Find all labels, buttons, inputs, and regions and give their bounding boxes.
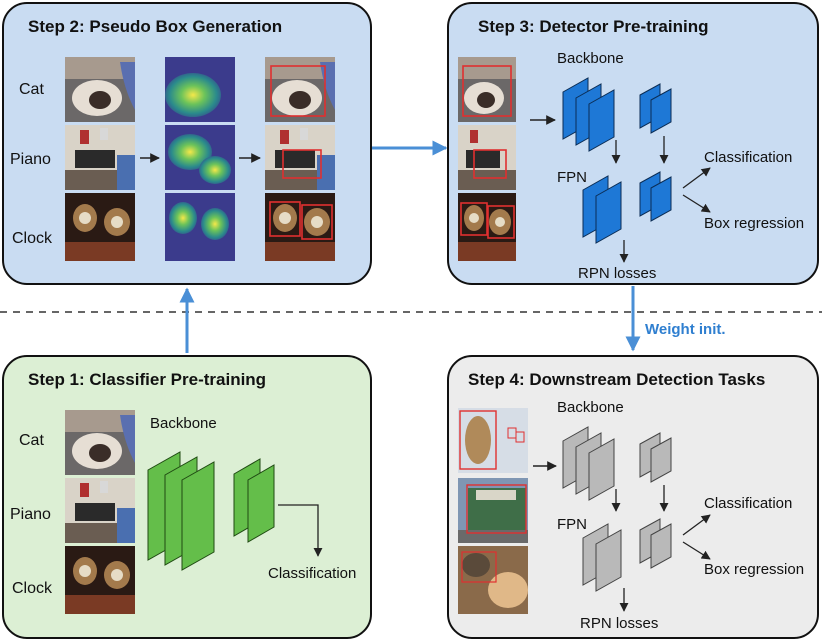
- step2-boxed-clock: [265, 193, 335, 261]
- step4-image-horse: [458, 408, 528, 473]
- step2-image-piano: [65, 125, 135, 190]
- step1-backbone-label: Backbone: [150, 415, 217, 432]
- step1-classification-arrow: [278, 504, 323, 557]
- pseudo-box: [270, 65, 326, 117]
- gt-box: [459, 410, 497, 470]
- step4-box-regression-label: Box regression: [704, 561, 804, 578]
- step4-panel-bg: [447, 355, 819, 639]
- step4-image-dog: [458, 546, 528, 614]
- step4-backbone-label: Backbone: [557, 399, 624, 416]
- pseudo-box: [269, 201, 301, 237]
- step1-backbone-layer: [247, 464, 275, 543]
- pseudo-box: [462, 65, 512, 117]
- step3-title: Step 3: Detector Pre-training: [478, 17, 709, 36]
- step2-image-clock: [65, 193, 135, 261]
- weight-init-label: Weight init.: [645, 321, 726, 338]
- step4-backbone-layer: [650, 437, 672, 483]
- pseudo-box: [282, 149, 322, 179]
- step2-label-piano: Piano: [10, 151, 51, 168]
- step3-classification-label: Classification: [704, 149, 792, 166]
- step1-image-piano: [65, 478, 135, 543]
- step4-fpn-layer: [595, 529, 622, 592]
- step3-fpn-layer: [650, 176, 672, 222]
- gt-box: [466, 484, 527, 534]
- step4-fpn-label: FPN: [557, 516, 587, 533]
- pseudo-box: [473, 149, 507, 179]
- step3-image-clock: [458, 193, 516, 261]
- step3-cls-arrow: [682, 167, 711, 189]
- step4-image-train: [458, 478, 528, 543]
- step1-label-clock: Clock: [12, 580, 53, 597]
- step4-reg-arrow: [682, 541, 711, 560]
- step1-classification-label: Classification: [268, 565, 356, 582]
- step1-title: Step 1: Classifier Pre-training: [28, 370, 266, 389]
- step3-backbone-layer: [588, 89, 615, 152]
- step2-image-cat: [65, 57, 135, 122]
- step2-heatmap-clock: [165, 193, 235, 261]
- step4-title: Step 4: Downstream Detection Tasks: [468, 370, 765, 389]
- gt-box: [515, 431, 525, 443]
- step2-heatmap-piano: [165, 125, 235, 190]
- step1-backbone-layer: [181, 461, 215, 571]
- step2-label-cat: Cat: [19, 81, 44, 98]
- pseudo-box: [487, 205, 515, 239]
- gt-box: [461, 551, 497, 583]
- pseudo-box: [301, 204, 333, 240]
- step1-image-clock: [65, 546, 135, 614]
- step2-boxed-piano: [265, 125, 335, 190]
- step4-cls-arrow: [682, 514, 711, 536]
- step2-title: Step 2: Pseudo Box Generation: [28, 17, 282, 36]
- step3-fpn-layer: [595, 181, 622, 244]
- step3-backbone-label: Backbone: [557, 50, 624, 67]
- step3-rpn-losses-label: RPN losses: [578, 265, 656, 282]
- step3-image-cat: [458, 57, 516, 122]
- step4-backbone-layer: [588, 438, 615, 501]
- step3-panel: Step 3: Detector Pre-training: [447, 2, 819, 285]
- step3-image-piano: [458, 125, 516, 190]
- step3-box-regression-label: Box regression: [704, 215, 804, 232]
- step1-label-piano: Piano: [10, 506, 51, 523]
- step3-fpn-label: FPN: [557, 169, 587, 186]
- step3-backbone-layer: [650, 88, 672, 134]
- pseudo-box: [460, 202, 488, 236]
- step1-panel: Step 1: Classifier Pre-training Cat Pian…: [2, 355, 372, 639]
- step2-heatmap-cat: [165, 57, 235, 122]
- step2-panel: Step 2: Pseudo Box Generation Cat Piano …: [2, 2, 372, 285]
- step2-label-clock: Clock: [12, 230, 53, 247]
- step1-image-cat: [65, 410, 135, 475]
- step1-label-cat: Cat: [19, 432, 44, 449]
- step4-rpn-losses-label: RPN losses: [580, 615, 658, 632]
- step2-boxed-cat: [265, 57, 335, 122]
- step3-reg-arrow: [682, 194, 711, 213]
- step3-panel-bg: [447, 2, 819, 285]
- step4-panel: Step 4: Downstream Detection Tasks Backb…: [447, 355, 819, 639]
- step4-classification-label: Classification: [704, 495, 792, 512]
- step4-fpn-layer: [650, 523, 672, 569]
